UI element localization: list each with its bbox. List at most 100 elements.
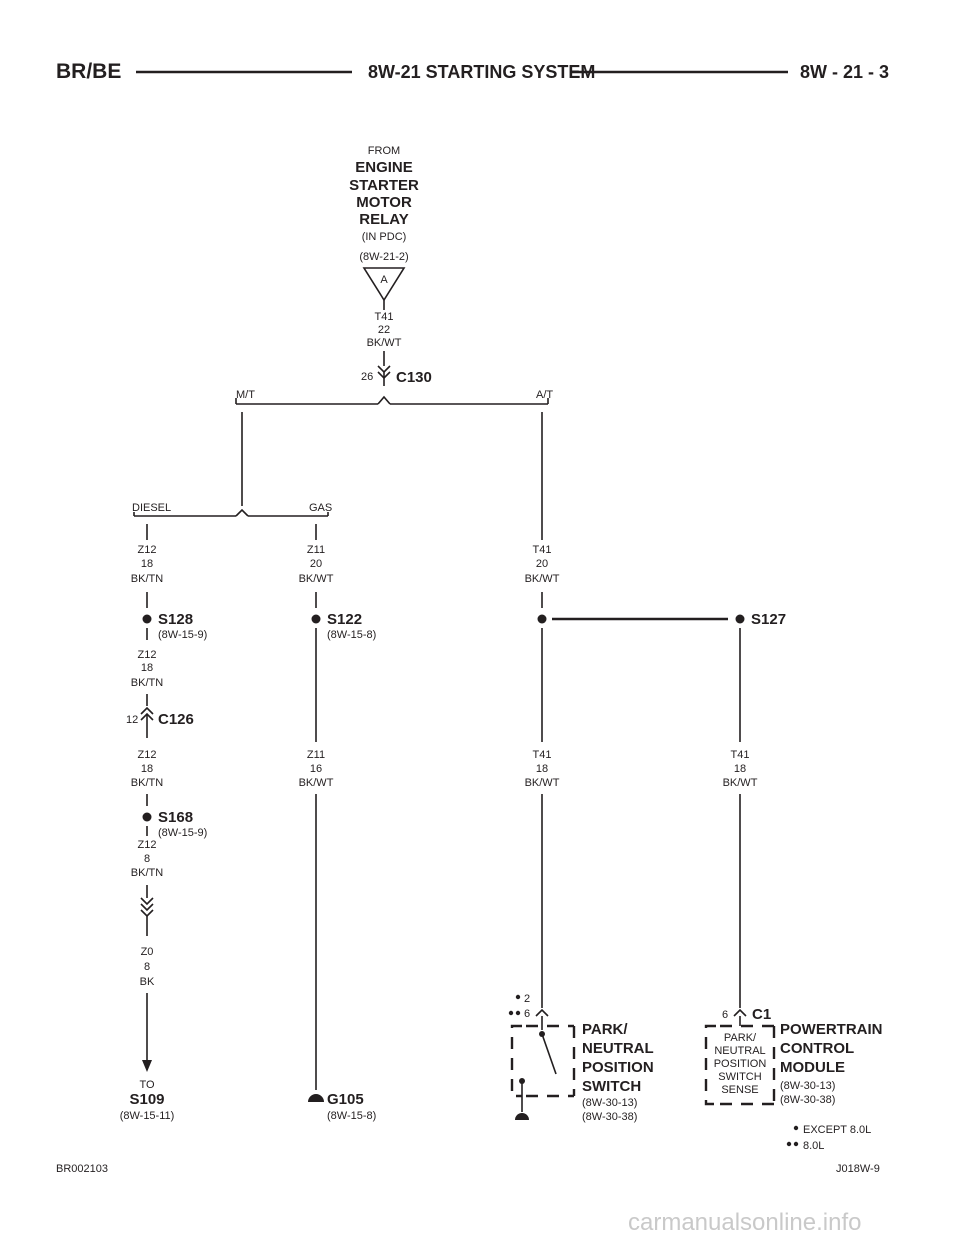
- svg-text:16: 16: [310, 763, 322, 775]
- svg-text:8: 8: [144, 961, 150, 973]
- splice-dot-icon: [142, 812, 152, 822]
- source-location: (IN PDC): [362, 231, 407, 243]
- inline-connector: [140, 897, 154, 918]
- pnp-pin: 6: [524, 1008, 530, 1020]
- destination-s109: TO S109 (8W-15-11): [120, 1079, 175, 1122]
- c126-label: C126: [158, 711, 194, 728]
- double-dot-icon: [786, 1141, 792, 1147]
- c1-label: C1: [752, 1006, 771, 1023]
- source-from-label: FROM: [368, 145, 400, 157]
- pcm-name-line: POWERTRAIN: [780, 1021, 883, 1038]
- wire-label-z0-8: Z0 8 BK: [140, 946, 155, 988]
- pnp-ref: (8W-30-38): [582, 1111, 637, 1123]
- splice-dot-icon: [735, 614, 745, 624]
- svg-text:BK/WT: BK/WT: [299, 777, 334, 789]
- pnp-name-line: PARK/: [582, 1021, 628, 1038]
- s168-label: S168: [158, 809, 193, 826]
- splice-s128: S128 (8W-15-9): [142, 611, 207, 641]
- c126-pin: 12: [126, 714, 138, 726]
- svg-text:T41: T41: [533, 749, 552, 761]
- pcm-name-line: CONTROL: [780, 1040, 854, 1057]
- svg-text:T41: T41: [731, 749, 750, 761]
- powertrain-control-module: 6 C1 PARK/ NEUTRAL POSITION SWITCH SENSE…: [704, 1006, 883, 1106]
- s127-label: S127: [751, 611, 786, 628]
- g105-label: G105: [327, 1091, 364, 1108]
- at-label: A/T: [536, 389, 553, 401]
- wire-label-t41-18: T41 18 BK/WT: [525, 749, 560, 789]
- svg-text:BK/TN: BK/TN: [131, 777, 163, 789]
- header-title: 8W-21 STARTING SYSTEM: [368, 62, 595, 82]
- g105-ref: (8W-15-8): [327, 1110, 376, 1122]
- engine-option-bar: DIESEL GAS: [132, 502, 332, 517]
- svg-text:18: 18: [141, 662, 153, 674]
- svg-text:BK/WT: BK/WT: [723, 777, 758, 789]
- c130-pin: 26: [361, 371, 373, 383]
- terminal-triangle-icon: [362, 267, 406, 302]
- source-name-line: RELAY: [359, 211, 408, 228]
- pnp-ref: (8W-30-13): [582, 1097, 637, 1109]
- svg-text:BK: BK: [140, 976, 155, 988]
- svg-text:BK/TN: BK/TN: [131, 867, 163, 879]
- header-page-number: 8W - 21 - 3: [800, 62, 889, 82]
- footer-code-right: J018W-9: [836, 1163, 880, 1175]
- wire-label-z12-18: Z12 18 BK/TN: [131, 749, 163, 789]
- s109-label: S109: [129, 1091, 164, 1108]
- s122-ref: (8W-15-8): [327, 629, 376, 641]
- wire-label-t41-18: T41 18 BK/WT: [723, 749, 758, 789]
- legend-single-dot: EXCEPT 8.0L: [803, 1124, 871, 1136]
- s128-ref: (8W-15-9): [158, 629, 207, 641]
- pnp-name-line: SWITCH: [582, 1078, 641, 1095]
- transmission-option-bar: M/T A/T: [235, 389, 553, 405]
- switch-blade-icon: [541, 1033, 557, 1075]
- splice-dot-icon: [142, 614, 152, 624]
- pnp-name-line: POSITION: [582, 1059, 654, 1076]
- page-header: BR/BE 8W-21 STARTING SYSTEM 8W - 21 - 3: [56, 60, 889, 83]
- park-neutral-switch: 2 6 PARK/ NEUTRAL POSITION SWITCH (8W-30…: [508, 993, 654, 1123]
- s128-label: S128: [158, 611, 193, 628]
- svg-text:Z11: Z11: [307, 749, 325, 761]
- svg-text:Z12: Z12: [138, 749, 157, 761]
- watermark: carmanualsonline.info: [628, 1209, 861, 1236]
- splice-s122: S122 (8W-15-8): [311, 611, 376, 641]
- connector-c126: 12 C126: [126, 706, 194, 738]
- source-name-line: ENGINE: [355, 159, 413, 176]
- svg-text:BK/TN: BK/TN: [131, 677, 163, 689]
- svg-text:T41: T41: [533, 544, 552, 556]
- connector-c130: 26 C130: [361, 365, 432, 386]
- pnp-pin: 2: [524, 993, 530, 1005]
- pcm-inner-line: SWITCH: [718, 1071, 761, 1083]
- svg-text:Z12: Z12: [138, 839, 157, 851]
- source-name-line: MOTOR: [356, 194, 412, 211]
- wire-label-t41-22: T41 22 BK/WT: [367, 311, 402, 349]
- wire-label-z12-18: Z12 18 BK/TN: [131, 649, 163, 689]
- svg-text:Z0: Z0: [141, 946, 154, 958]
- pcm-inner-line: PARK/: [724, 1032, 757, 1044]
- s109-ref: (8W-15-11): [120, 1110, 175, 1122]
- svg-text:18: 18: [536, 763, 548, 775]
- c130-label: C130: [396, 369, 432, 386]
- wire-label-z11-16: Z11 16 BK/WT: [299, 749, 334, 789]
- pcm-inner-line: NEUTRAL: [714, 1045, 765, 1057]
- pcm-ref: (8W-30-38): [780, 1094, 835, 1106]
- ground-icon: [515, 1113, 529, 1120]
- svg-text:18: 18: [734, 763, 746, 775]
- svg-text:BK/WT: BK/WT: [299, 573, 334, 585]
- svg-text:18: 18: [141, 763, 153, 775]
- source-terminal: A: [380, 274, 388, 286]
- pcm-inner-line: POSITION: [714, 1058, 767, 1070]
- footer-code-left: BR002103: [56, 1163, 108, 1175]
- wire-label-z12-18: Z12 18 BK/TN: [131, 544, 163, 585]
- header-model: BR/BE: [56, 60, 121, 83]
- svg-text:BK/WT: BK/WT: [367, 337, 402, 349]
- pcm-inner-line: SENSE: [721, 1084, 758, 1096]
- svg-text:Z12: Z12: [138, 544, 157, 556]
- splice-dot-icon: [537, 614, 547, 624]
- source-name-line: STARTER: [349, 177, 419, 194]
- svg-text:BK/WT: BK/WT: [525, 777, 560, 789]
- pcm-ref: (8W-30-13): [780, 1080, 835, 1092]
- ground-g105: G105 (8W-15-8): [308, 1091, 376, 1122]
- mt-label: M/T: [236, 389, 255, 401]
- splice-s127: S127: [735, 611, 786, 628]
- s122-label: S122: [327, 611, 362, 628]
